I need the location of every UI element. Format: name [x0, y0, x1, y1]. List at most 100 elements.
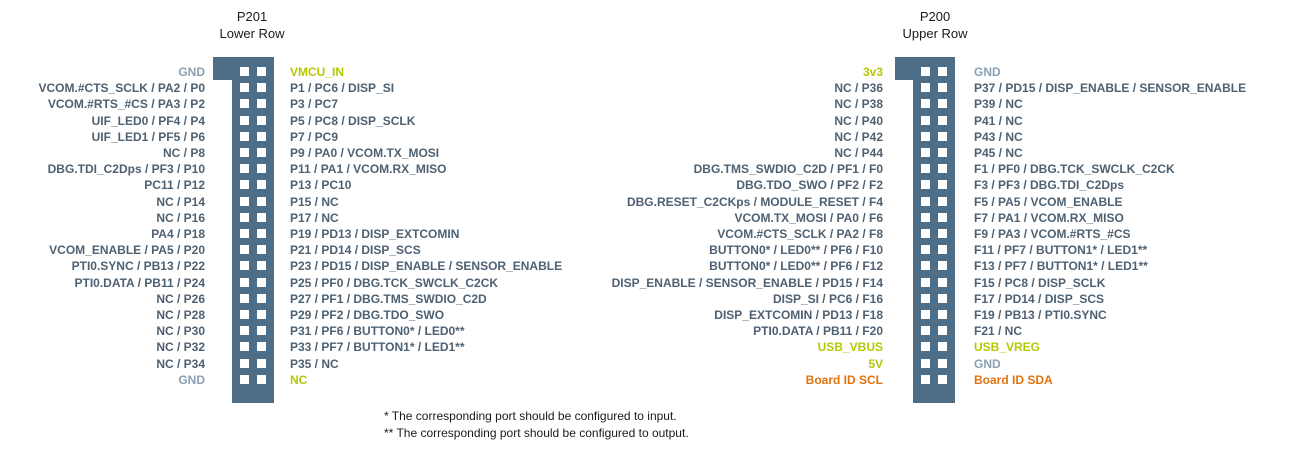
pin-label: NC / P16	[156, 210, 205, 225]
pin-hole	[921, 245, 930, 255]
pin-label: F3 / PF3 / DBG.TDI_C2Dps	[974, 178, 1125, 193]
pin-hole	[257, 277, 266, 287]
pin-hole	[921, 83, 930, 93]
pin-hole	[938, 148, 947, 157]
pin-label: P1 / PC6 / DISP_SI	[290, 81, 395, 96]
pin-label: GND	[974, 65, 1001, 79]
footnote-input: * The corresponding port should be confi…	[384, 409, 677, 423]
pin-label: NC / P38	[834, 97, 883, 112]
pin-label: NC / P44	[834, 146, 883, 160]
pin-label: Board ID SDA	[974, 372, 1053, 387]
pin-hole	[257, 115, 266, 125]
pin-hole	[938, 342, 947, 352]
pin-hole	[257, 180, 266, 190]
pin-label: NC / P36	[834, 81, 883, 96]
pin-label: BUTTON0* / LED0** / PF6 / F10	[709, 243, 883, 258]
pin-label: NC / P8	[162, 146, 205, 160]
pin-label: P13 / PC10	[290, 178, 352, 193]
pin-label: DISP_EXTCOMIN / PD13 / F18	[714, 308, 883, 322]
pin-label: P45 / NC	[974, 146, 1023, 160]
pin-label: P33 / PF7 / BUTTON1* / LED1**	[290, 340, 465, 355]
pin-label: P19 / PD13 / DISP_EXTCOMIN	[290, 227, 460, 241]
pin-label: Board ID SCL	[805, 372, 883, 387]
pin-hole	[938, 115, 947, 125]
p200-connector-key	[895, 57, 915, 80]
pin-label: F7 / PA1 / VCOM.RX_MISO	[974, 210, 1124, 225]
pin-hole	[257, 67, 266, 76]
pin-hole	[921, 99, 930, 109]
pin-label: P41 / NC	[974, 113, 1023, 128]
pin-label: P17 / NC	[290, 210, 339, 225]
pin-hole	[257, 326, 266, 336]
pin-hole	[240, 115, 249, 125]
pin-hole	[921, 180, 930, 190]
pin-hole	[257, 148, 266, 157]
pin-hole	[921, 358, 930, 368]
pin-label: NC / P14	[156, 194, 205, 209]
pin-label: NC / P30	[156, 324, 205, 339]
pin-hole	[257, 196, 266, 206]
pin-label: P21 / PD14 / DISP_SCS	[290, 243, 421, 258]
pin-label: NC / P40	[834, 113, 883, 128]
pin-label: P27 / PF1 / DBG.TMS_SWDIO_C2D	[290, 291, 487, 306]
pin-hole	[240, 131, 249, 141]
pin-label: 5V	[868, 356, 883, 371]
pin-hole	[257, 261, 266, 271]
pin-label: P39 / NC	[974, 97, 1023, 112]
pin-hole	[240, 245, 249, 255]
pin-label: NC / P34	[156, 356, 205, 371]
pin-label: USB_VREG	[974, 340, 1041, 355]
pin-label: NC / P32	[156, 340, 205, 355]
pin-label: NC / P26	[156, 291, 205, 306]
pin-label: DISP_SI / PC6 / F16	[772, 291, 883, 306]
pin-label: P5 / PC8 / DISP_SCLK	[290, 113, 416, 128]
pin-label: BUTTON0* / LED0** / PF6 / F12	[709, 259, 883, 274]
pin-hole	[240, 67, 249, 76]
pin-hole	[938, 180, 947, 190]
p201-subtitle: Lower Row	[219, 26, 285, 41]
pin-hole	[938, 245, 947, 255]
pin-hole	[938, 358, 947, 368]
pin-label: P9 / PA0 / VCOM.TX_MOSI	[290, 146, 440, 160]
pin-label: F17 / PD14 / DISP_SCS	[974, 291, 1105, 306]
pin-label: P15 / NC	[290, 194, 339, 209]
p200-subtitle: Upper Row	[902, 26, 968, 41]
pin-label: P31 / PF6 / BUTTON0* / LED0**	[290, 324, 465, 339]
pin-label: DBG.RESET_C2CKps / MODULE_RESET / F4	[626, 194, 883, 209]
pin-hole	[257, 212, 266, 222]
pin-hole	[240, 310, 249, 319]
pin-hole	[240, 229, 249, 238]
pin-hole	[240, 358, 249, 368]
pin-hole	[257, 342, 266, 352]
pin-label: GND	[974, 356, 1001, 371]
pin-label: PTI0.DATA / PB11 / F20	[753, 324, 883, 339]
pin-label: VMCU_IN	[290, 65, 345, 79]
pin-label: GND	[178, 372, 205, 387]
pin-hole	[921, 326, 930, 336]
pin-hole	[921, 164, 930, 174]
pin-hole	[921, 115, 930, 125]
pin-hole	[938, 326, 947, 336]
pin-hole	[257, 229, 266, 238]
pin-hole	[240, 326, 249, 336]
pin-label: F1 / PF0 / DBG.TCK_SWCLK_C2CK	[974, 162, 1175, 177]
pin-hole	[938, 164, 947, 174]
footnote-output: ** The corresponding port should be conf…	[384, 426, 689, 440]
pin-label: P37 / PD15 / DISP_ENABLE / SENSOR_ENABLE	[974, 81, 1247, 96]
pin-hole	[240, 342, 249, 352]
p200-connector	[913, 57, 955, 403]
pin-label: UIF_LED1 / PF5 / P6	[91, 129, 205, 144]
pin-label: F21 / NC	[974, 324, 1023, 339]
pin-hole	[257, 358, 266, 368]
pin-hole	[240, 180, 249, 190]
pin-label: F11 / PF7 / BUTTON1* / LED1**	[974, 243, 1148, 258]
p201-title: P201	[236, 9, 268, 24]
pin-label: F13 / PF7 / BUTTON1* / LED1**	[974, 259, 1148, 274]
pin-hole	[240, 293, 249, 303]
pin-hole	[257, 310, 266, 319]
pin-hole	[240, 99, 249, 109]
pin-label: PA4 / P18	[151, 227, 205, 241]
pin-hole	[240, 212, 249, 222]
pin-hole	[257, 245, 266, 255]
pin-hole	[921, 293, 930, 303]
